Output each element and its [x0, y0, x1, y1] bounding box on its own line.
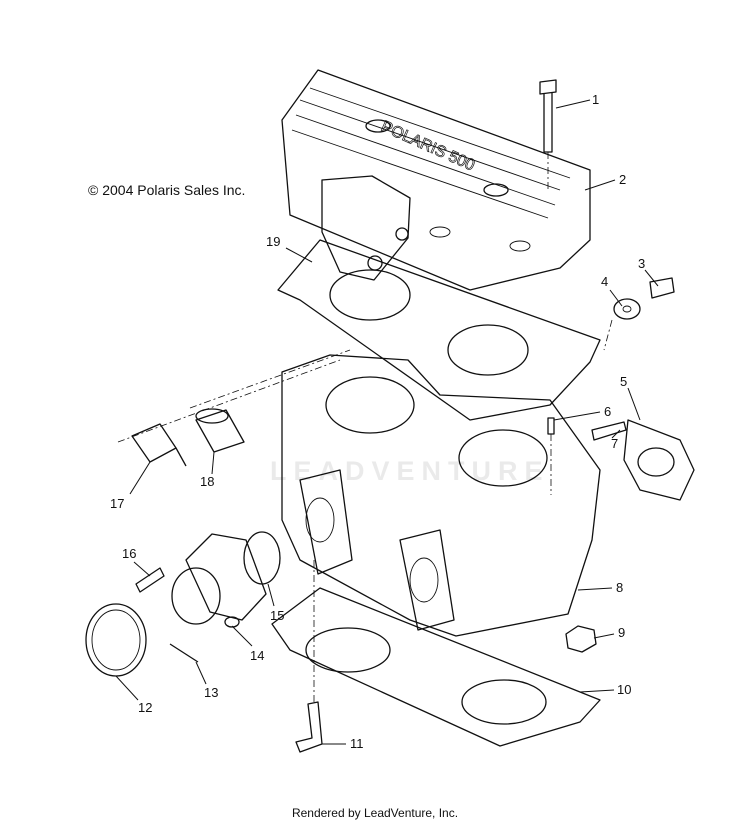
- intake-bolt: [135, 567, 165, 593]
- casting-text: POLARIS 500: [378, 118, 477, 174]
- callout-8: 8: [616, 580, 623, 595]
- nut: [565, 625, 597, 653]
- callout-16: 16: [122, 546, 136, 561]
- callout-12: 12: [138, 700, 152, 715]
- callouts: 1 2 3 4 5 6 7 8 9 10 11 12 13 14 15 16 1…: [110, 92, 645, 751]
- callout-3: 3: [638, 256, 645, 271]
- base-gasket: [271, 587, 601, 747]
- callout-2: 2: [619, 172, 626, 187]
- callout-5: 5: [620, 374, 627, 389]
- clamp-screw: [169, 643, 199, 663]
- sleeve-fitting: [195, 408, 245, 453]
- watermark: LEADVENTURE: [270, 456, 550, 486]
- callout-19: 19: [266, 234, 280, 249]
- exhaust-gasket: [623, 419, 695, 501]
- callout-18: 18: [200, 474, 214, 489]
- head-gasket: [277, 239, 601, 421]
- callout-1: 1: [592, 92, 599, 107]
- callout-15: 15: [270, 608, 284, 623]
- callout-4: 4: [601, 274, 608, 289]
- washer: [613, 298, 641, 320]
- sensor-fitting: [131, 423, 187, 467]
- o-ring: [243, 531, 281, 585]
- footer-credit: Rendered by LeadVenture, Inc.: [291, 806, 459, 820]
- callout-17: 17: [110, 496, 124, 511]
- callout-6: 6: [604, 404, 611, 419]
- cylinder-block: [281, 354, 601, 637]
- callout-7: 7: [611, 436, 618, 451]
- callout-13: 13: [204, 685, 218, 700]
- exhaust-stud: [591, 421, 627, 441]
- water-outlet-housing: [321, 175, 411, 281]
- callout-11: 11: [350, 736, 364, 751]
- small-bolt: [649, 277, 675, 299]
- elbow-fitting: [295, 560, 323, 753]
- callout-10: 10: [617, 682, 631, 697]
- callout-14: 14: [250, 648, 264, 663]
- hose-clamp: [85, 603, 147, 677]
- leader-lines: [115, 99, 659, 745]
- callout-9: 9: [618, 625, 625, 640]
- intake-adapter: [171, 533, 267, 628]
- head-bolt: [539, 79, 557, 190]
- copyright-notice: © 2004 Polaris Sales Inc.: [88, 182, 246, 198]
- dowel-pin: [547, 417, 555, 435]
